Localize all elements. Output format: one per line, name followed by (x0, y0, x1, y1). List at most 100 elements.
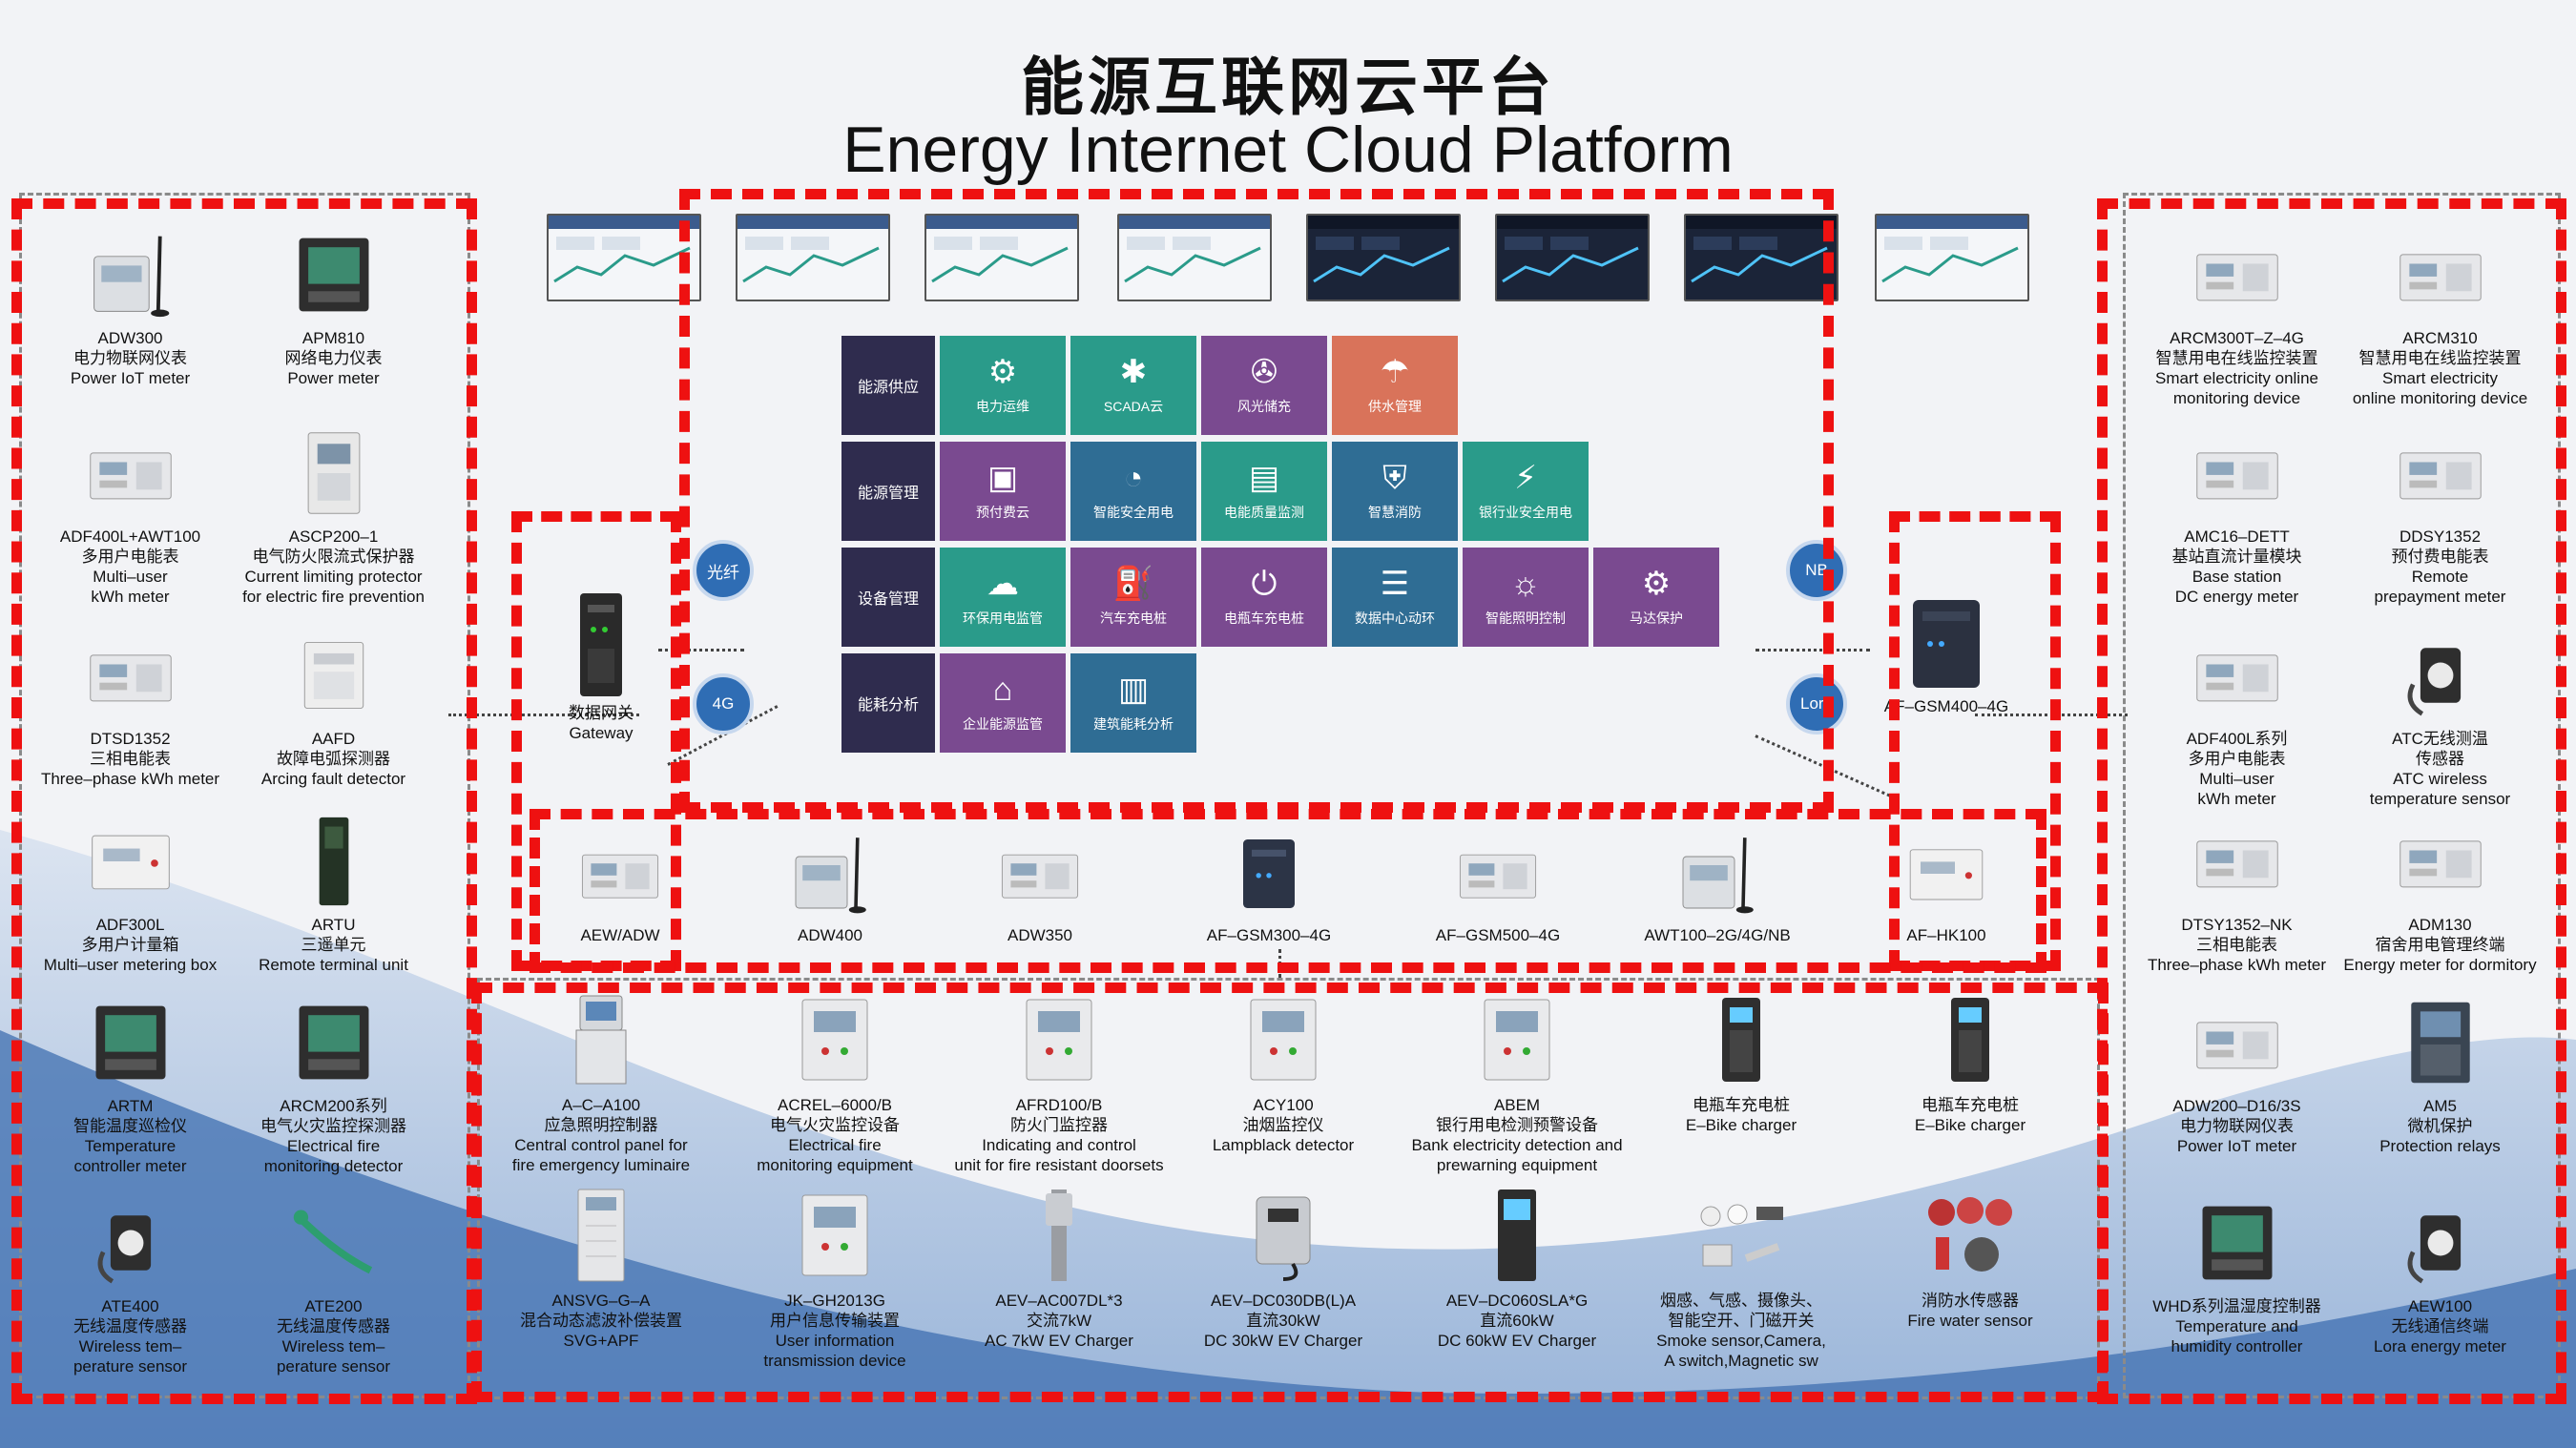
app-tile[interactable]: ◔智能安全用电 (1070, 442, 1196, 541)
device-name-cn: 智慧用电在线监控装置 (2358, 349, 2522, 367)
charger-icon (1722, 998, 1760, 1082)
device-name-cn: 故障电弧探测器 (277, 750, 390, 768)
link-nb-badge: NB (1786, 540, 1847, 601)
sensor-icon (2407, 1215, 2461, 1284)
device-model: AAFD (311, 730, 356, 748)
title-english: Energy Internet Cloud Platform (842, 114, 1734, 186)
device-name-cn: 预付费电能表 (2391, 548, 2489, 566)
device-model: WHD系列温湿度控制器 (2152, 1297, 2321, 1315)
device-name-en: Energy meter for dormitory (2343, 956, 2537, 974)
device-name-cn: 传感器 (2416, 750, 2464, 768)
device-name-cn: 智慧用电在线监控装置 (2155, 349, 2318, 367)
link-4g-badge: 4G (693, 673, 754, 734)
device-model: AEV–DC060SLA*G (1445, 1292, 1589, 1310)
device-name-cn: 三相电能表 (90, 750, 171, 768)
app-tile[interactable]: ⚙马达保护 (1593, 548, 1719, 647)
din-meter-icon (1001, 854, 1079, 899)
device-name-en: SVG+APF (563, 1332, 639, 1350)
app-tile[interactable]: ☼智能照明控制 (1463, 548, 1589, 647)
din-meter-icon (2195, 1022, 2278, 1069)
app-tile[interactable]: ⌂企业能源监管 (940, 653, 1066, 753)
panel-meter-icon (299, 238, 368, 312)
app-tile-label: 智能安全用电 (1093, 505, 1174, 520)
app-tile[interactable]: ☁环保用电监管 (940, 548, 1066, 647)
device-model: AEW100 (2407, 1297, 2473, 1315)
building-icon: ▥ (1117, 672, 1150, 708)
gateway-icon (1913, 600, 1980, 688)
app-tile[interactable]: ▤电能质量监测 (1201, 442, 1327, 541)
app-tile[interactable]: ✱SCADA云 (1070, 336, 1196, 435)
din-meter-icon (2399, 452, 2482, 500)
app-tile[interactable]: ☰数据中心动环 (1332, 548, 1458, 647)
device-model: ADW200–D16/3S (2172, 1097, 2301, 1115)
cabinet-icon (1484, 999, 1550, 1081)
red-highlight-middle (530, 809, 2046, 973)
device-name-en: ATC wireless temperature sensor (2369, 770, 2511, 808)
device-model: ABEM (1493, 1096, 1541, 1114)
device-name-en: Temperature controller meter (73, 1137, 187, 1175)
device-model: ARCM310 (2402, 329, 2478, 347)
plug-icon: ⏻ (1251, 566, 1278, 602)
device-model: AWT100–2G/4G/NB (1644, 926, 1791, 944)
gateway-icon (1243, 839, 1295, 908)
app-tile[interactable]: ⛨智慧消防 (1332, 442, 1458, 541)
middle-device-item: AWT100–2G/4G/NB (1631, 830, 1803, 945)
device-name-cn: 无线温度传感器 (73, 1317, 187, 1335)
device-name-en: DC 60kW EV Charger (1437, 1332, 1597, 1350)
ev-tower-icon (1498, 1189, 1536, 1281)
din-meter-icon (2399, 840, 2482, 888)
monitor-chart-icon: ▤ (1248, 460, 1280, 496)
device-model: ARCM200系列 (280, 1097, 387, 1115)
red-highlight-platform (679, 189, 1834, 813)
device-name-en: Power IoT meter (2176, 1137, 2297, 1155)
motor-icon: ⚙ (1641, 566, 1672, 602)
device-name-en: Three–phase kWh meter (40, 770, 220, 788)
middle-device-item: AF–GSM500–4G (1412, 830, 1584, 945)
leaf-cloud-icon: ☁ (987, 566, 1019, 602)
app-tile[interactable]: ⏻ 电瓶车充电桩 (1201, 548, 1327, 647)
app-tile[interactable]: ⚡银行业安全用电 (1463, 442, 1589, 541)
device-name-en: Power IoT meter (70, 369, 191, 387)
middle-device-item: ADW350 (954, 830, 1126, 945)
device-model: ACY100 (1253, 1096, 1314, 1114)
device-model: ATE200 (304, 1297, 363, 1315)
device-name-en: Smart electricity online monitoring devi… (2154, 369, 2318, 407)
app-tile-label: 电瓶车充电桩 (1224, 610, 1304, 626)
gateway-icon (580, 593, 622, 696)
device-name-en: Central control panel for fire emergency… (511, 1136, 691, 1174)
shield-icon: ⛨ (1382, 460, 1407, 496)
app-tile[interactable]: ⛽汽车充电桩 (1070, 548, 1196, 647)
app-tile[interactable]: ▥建筑能耗分析 (1070, 653, 1196, 753)
connector-left (448, 714, 639, 716)
app-tile[interactable]: ☂供水管理 (1332, 336, 1458, 435)
ev-wall-icon (1256, 1196, 1311, 1281)
device-name-en: Multi–user kWh meter (91, 568, 170, 606)
device-name-cn: 银行用电检测预警设备 (1436, 1116, 1598, 1134)
device-name-en: E–Bike charger (1685, 1116, 1797, 1134)
device-name-en: Lora energy meter (2374, 1337, 2506, 1355)
app-tile[interactable]: ⚙电力运维 (940, 336, 1066, 435)
device-name-cn: 电气火灾监控探测器 (260, 1117, 406, 1135)
device-model: ADW300 (97, 329, 163, 347)
device-name-cn: 油烟监控仪 (1242, 1116, 1324, 1134)
device-model: ADW400 (797, 926, 863, 944)
panel-meter-icon (95, 1005, 165, 1080)
device-name-en: E–Bike charger (1914, 1116, 2026, 1134)
app-tile[interactable]: ✇风光储充 (1201, 336, 1327, 435)
din-meter-icon (2399, 254, 2482, 301)
app-tile[interactable]: ▣预付费云 (940, 442, 1066, 541)
panel-meter-icon (299, 1005, 368, 1080)
